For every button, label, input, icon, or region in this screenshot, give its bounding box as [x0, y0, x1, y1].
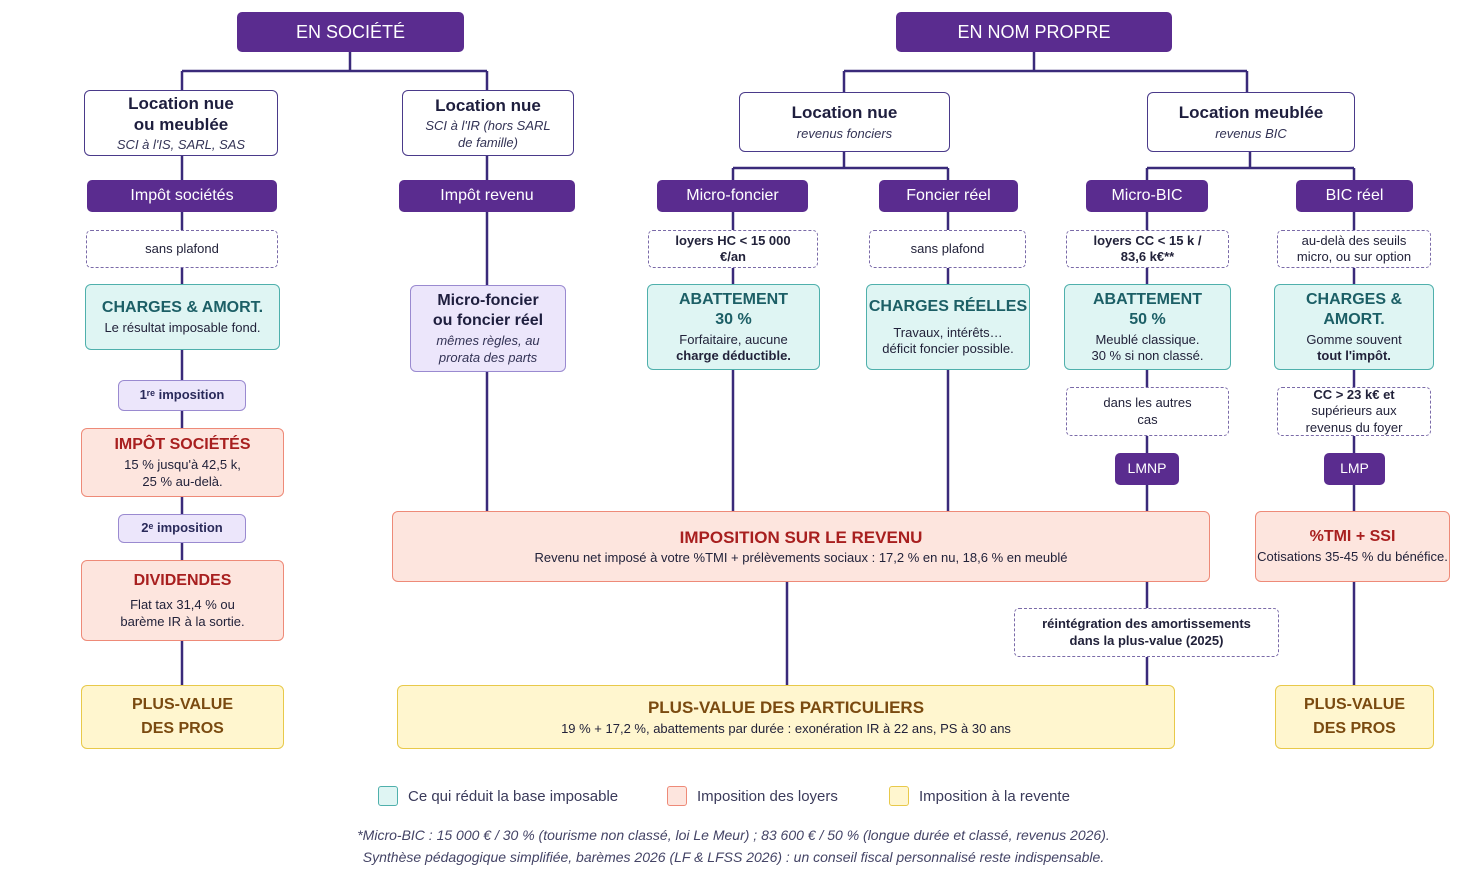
regime-foncier-reel: Foncier réel: [879, 180, 1018, 212]
footnote-micro-bic: *Micro-BIC : 15 000 € / 30 % (tourisme n…: [357, 827, 1110, 843]
regime-impot-societes: Impôt sociétés: [87, 180, 277, 212]
node-location-nue-sci-ir: Location nue SCI à l'IR (hors SARL de fa…: [402, 90, 574, 156]
legend-swatch: [378, 786, 398, 806]
tmi-ssi-box: %TMI + SSI Cotisations 35-45 % du bénéfi…: [1255, 511, 1450, 582]
node-title: Location nue: [128, 93, 234, 113]
plus-value-pros-right: PLUS-VALUE DES PROS: [1275, 685, 1434, 749]
footnote-disclaimer: Synthèse pédagogique simplifiée, barèmes…: [362, 849, 1105, 865]
node-subtitle: SCI à l'IS, SARL, SAS: [116, 137, 246, 153]
node-title: ou meublée: [133, 114, 229, 134]
legend-item-imposition-revente: Imposition à la revente: [889, 786, 1070, 806]
node-location-nue-meublee-is: Location nue ou meublée SCI à l'IS, SARL…: [84, 90, 278, 156]
condition-sans-plafond-is: sans plafond: [86, 230, 278, 268]
node-location-nue-nom-propre: Location nue revenus fonciers: [739, 92, 950, 152]
imposition-sur-le-revenu-box: IMPOSITION SUR LE REVENU Revenu net impo…: [392, 511, 1210, 582]
charges-amort-is: CHARGES & AMORT. Le résultat imposable f…: [85, 284, 280, 350]
regime-micro-bic: Micro-BIC: [1086, 180, 1208, 212]
abattement-50-box: ABATTEMENT 50 % Meublé classique. 30 % s…: [1064, 284, 1231, 370]
charges-reelles-box: CHARGES RÉELLES Travaux, intérêts… défic…: [866, 284, 1030, 370]
badge-deuxieme-imposition: 2ᵉ imposition: [118, 514, 246, 543]
regime-bic-reel: BIC réel: [1296, 180, 1413, 212]
impot-societes-box: IMPÔT SOCIÉTÉS 15 % jusqu'à 42,5 k, 25 %…: [81, 428, 284, 497]
regime-micro-foncier: Micro-foncier: [657, 180, 808, 212]
node-location-meublee: Location meublée revenus BIC: [1147, 92, 1355, 152]
regime-impot-revenu: Impôt revenu: [399, 180, 575, 212]
group-header-nom-propre: EN NOM PROPRE: [896, 12, 1172, 52]
plus-value-pros-left: PLUS-VALUE DES PROS: [81, 685, 284, 749]
condition-micro-foncier: loyers HC < 15 000€/an: [648, 230, 818, 268]
plus-value-particuliers-box: PLUS-VALUE DES PARTICULIERS 19 % + 17,2 …: [397, 685, 1175, 749]
legend-swatch: [667, 786, 687, 806]
micro-ou-foncier-reel-box: Micro-foncier ou foncier réel mêmes règl…: [410, 285, 566, 372]
dividendes-box: DIVIDENDES Flat tax 31,4 % ou barème IR …: [81, 560, 284, 641]
legend-item-imposition-loyers: Imposition des loyers: [667, 786, 838, 806]
group-header-societe: EN SOCIÉTÉ: [237, 12, 464, 52]
condition-foncier-reel: sans plafond: [869, 230, 1026, 268]
legend-swatch: [889, 786, 909, 806]
status-badge-lmnp: LMNP: [1115, 453, 1179, 485]
abattement-30-box: ABATTEMENT 30 % Forfaitaire, aucune char…: [647, 284, 820, 370]
charges-amort-bic-box: CHARGES & AMORT. Gomme souvent tout l'im…: [1274, 284, 1434, 370]
status-badge-lmp: LMP: [1324, 453, 1385, 485]
condition-micro-bic: loyers CC < 15 k /83,6 k€**: [1066, 230, 1229, 268]
legend-item-base-imposable: Ce qui réduit la base imposable: [378, 786, 618, 806]
badge-premiere-imposition: 1ʳᵉ imposition: [118, 380, 246, 411]
